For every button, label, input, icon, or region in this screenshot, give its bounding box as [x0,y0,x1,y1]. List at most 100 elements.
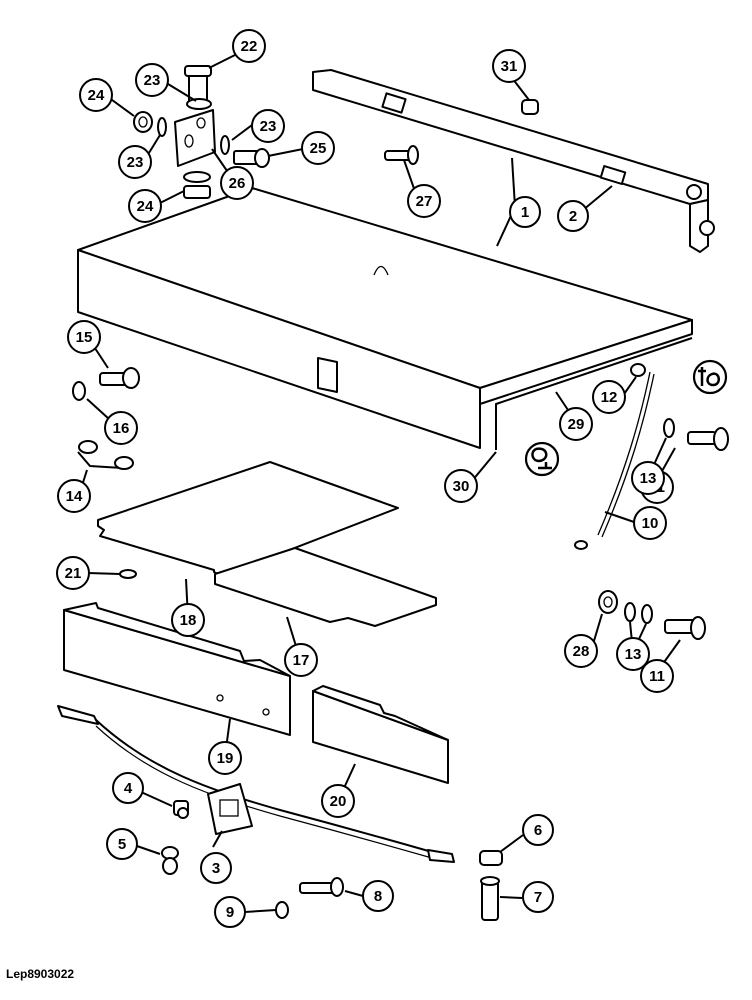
svg-text:20: 20 [330,793,347,810]
svg-text:30: 30 [453,478,470,495]
callout-21: 21 [56,556,90,590]
washer [275,901,289,919]
svg-text:19: 19 [217,750,234,767]
clip [119,569,137,579]
callout-31: 31 [492,49,526,83]
svg-text:1: 1 [521,204,529,221]
leader-line [344,890,364,897]
callout-11: 11 [640,659,674,693]
svg-text:2: 2 [569,208,577,225]
callout-24: 24 [128,189,162,223]
bolt [299,877,344,897]
svg-text:3: 3 [212,860,220,877]
callout-18: 18 [171,603,205,637]
callout-22: 22 [232,29,266,63]
callout-30: 30 [444,469,478,503]
svg-text:8: 8 [374,888,382,905]
leader-line [499,896,523,899]
svg-text:24: 24 [137,198,154,215]
callout-4: 4 [112,772,144,804]
callout-1: 1 [509,196,541,228]
washer [72,381,86,401]
callout-20: 20 [321,784,355,818]
washer [663,418,675,438]
lower-hardware-group [598,590,706,640]
callout-13: 13 [631,461,665,495]
leader-line [231,124,253,141]
hinge-bracket-assembly [133,65,270,199]
hinge-rail [312,69,715,253]
svg-text:9: 9 [226,904,234,921]
callout-9: 9 [214,896,246,928]
cap-nut [521,99,539,115]
callout-27: 27 [407,184,441,218]
svg-text:25: 25 [310,140,327,157]
callout-5: 5 [106,828,138,860]
svg-text:23: 23 [144,72,161,89]
svg-text:10: 10 [642,515,659,532]
svg-text:18: 18 [180,612,197,629]
leader-line [511,157,516,208]
svg-text:31: 31 [501,58,518,75]
bolt [99,367,140,389]
torque-symbol [692,359,728,395]
switch-bracket [207,783,253,835]
insulation-strip [63,602,291,736]
insulation-panel [97,461,399,577]
svg-text:26: 26 [229,175,246,192]
grommet [630,363,646,377]
svg-text:12: 12 [601,389,618,406]
callout-29: 29 [559,407,593,441]
callout-26: 26 [220,166,254,200]
callout-12: 12 [592,380,626,414]
leader-line [140,791,173,807]
callout-23: 23 [251,109,285,143]
svg-text:14: 14 [66,488,83,505]
svg-text:24: 24 [88,87,105,104]
svg-text:15: 15 [76,329,93,346]
reference-code: Lep8903022 [6,967,74,981]
callout-6: 6 [522,814,554,846]
cap [479,850,503,866]
callout-13: 13 [616,637,650,671]
leader-line [167,83,197,102]
callout-19: 19 [208,741,242,775]
leader-line [107,96,135,117]
callout-10: 10 [633,506,667,540]
callout-3: 3 [200,852,232,884]
callout-2: 2 [557,200,589,232]
leader-line [244,909,277,913]
callout-23: 23 [135,63,169,97]
svg-text:23: 23 [260,118,277,135]
insulation-strip [312,685,449,784]
svg-text:22: 22 [241,38,258,55]
callout-23: 23 [118,145,152,179]
leader-line [499,834,524,853]
leader-line [604,511,635,523]
bolt [687,427,729,451]
bulb-holder [173,800,189,819]
svg-text:21: 21 [65,565,82,582]
callout-14: 14 [57,479,91,513]
svg-text:4: 4 [124,780,133,797]
callout-8: 8 [362,880,394,912]
svg-text:28: 28 [573,643,590,660]
torque-symbol [524,441,560,477]
svg-text:27: 27 [416,193,433,210]
lid-panel [77,187,693,449]
screw [384,145,419,165]
svg-text:7: 7 [534,889,542,906]
callout-28: 28 [564,634,598,668]
svg-text:13: 13 [625,646,642,663]
svg-text:11: 11 [649,668,665,685]
callout-15: 15 [67,320,101,354]
svg-text:16: 16 [113,420,130,437]
leader-line [133,844,161,855]
svg-text:6: 6 [534,822,542,839]
svg-text:29: 29 [568,416,585,433]
leader-line [212,830,223,848]
edge-trim [495,337,693,450]
svg-text:13: 13 [640,470,657,487]
wiring-harness [57,705,455,863]
